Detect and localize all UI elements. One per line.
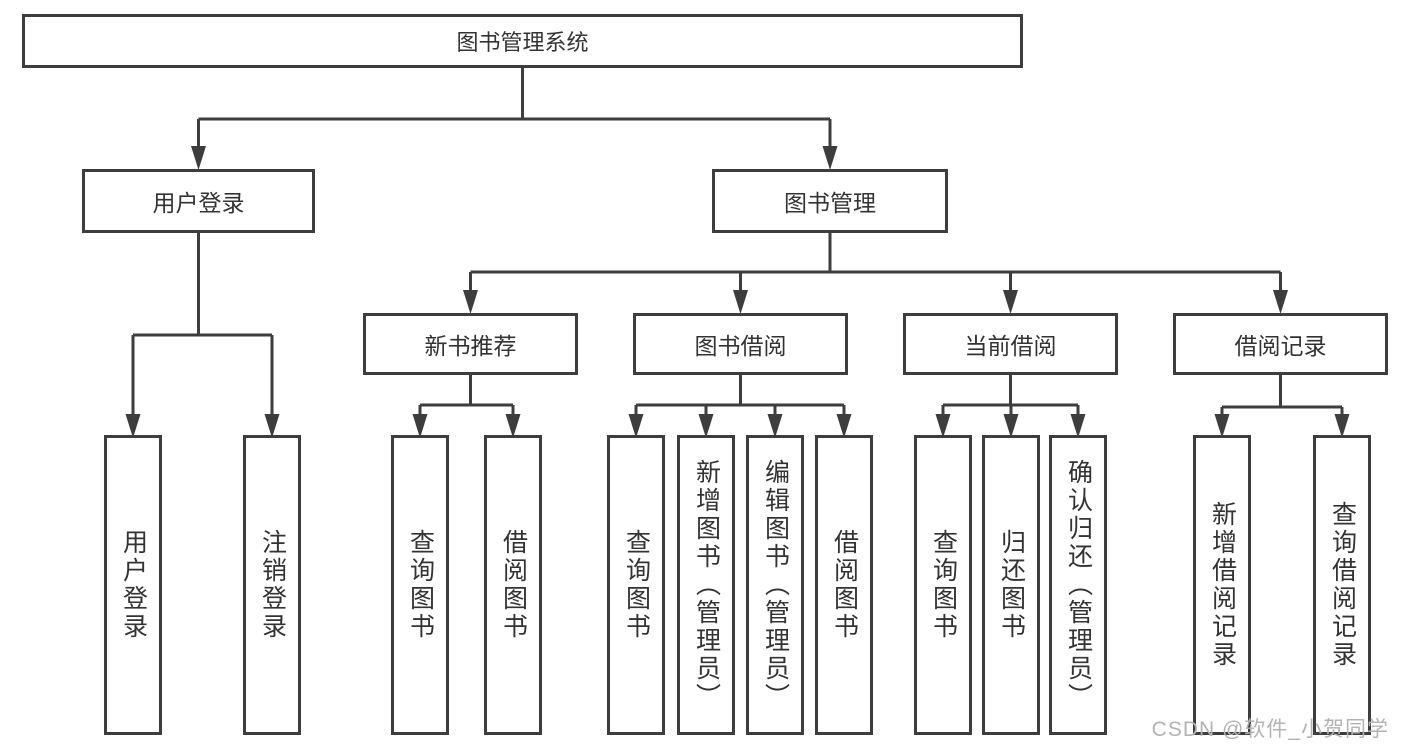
connector-new-book-children — [412, 375, 521, 438]
leaf-add-books-admin: 新增图书（管理员） — [677, 435, 735, 735]
connector-user-login-children — [125, 233, 280, 438]
node-book-management: 图书管理 — [712, 169, 948, 233]
node-current-borrowing: 当前借阅 — [903, 313, 1118, 375]
node-borrow-records: 借阅记录 — [1173, 313, 1388, 375]
leaf-confirm-return-admin: 确认归还（管理员） — [1049, 435, 1107, 735]
leaf-query-borrow-record: 查询借阅记录 — [1313, 435, 1371, 735]
node-current-borrowing-label: 当前借阅 — [964, 333, 1057, 359]
leaf-edit-books-admin: 编辑图书（管理员） — [746, 435, 804, 735]
leaf-add-borrow-record: 新增借阅记录 — [1193, 435, 1251, 735]
leaf-borrow-books-new: 借阅图书 — [484, 435, 542, 735]
leaf-user-login: 用户登录 — [104, 435, 162, 735]
leaf-query-books-current: 查询图书 — [914, 435, 972, 735]
connector-borrow-records-children — [1214, 375, 1350, 438]
node-new-book-recommend-label: 新书推荐 — [424, 333, 517, 359]
leaf-borrow-books: 借阅图书 — [815, 435, 873, 735]
node-library-system-label: 图书管理系统 — [456, 30, 589, 55]
leaf-return-books: 归还图书 — [982, 435, 1040, 735]
node-book-borrowing-label: 图书借阅 — [694, 333, 787, 359]
node-new-book-recommend: 新书推荐 — [363, 313, 578, 375]
node-user-login: 用户登录 — [82, 169, 315, 233]
connector-book-management-children — [463, 233, 1288, 314]
connector-book-borrow-children — [628, 375, 852, 438]
node-library-system: 图书管理系统 — [22, 14, 1023, 68]
csdn-watermark: CSDN @软件_小贺同学 — [1151, 718, 1389, 741]
leaf-query-books-borrow: 查询图书 — [607, 435, 665, 735]
node-borrow-records-label: 借阅记录 — [1234, 333, 1327, 359]
connector-root-branches — [191, 68, 838, 170]
leaf-query-books-new: 查询图书 — [391, 435, 449, 735]
node-book-management-label: 图书管理 — [784, 190, 876, 216]
node-book-borrowing: 图书借阅 — [633, 313, 848, 375]
node-user-login-label: 用户登录 — [152, 190, 245, 216]
connector-current-borrow-children — [935, 375, 1086, 438]
leaf-logout: 注销登录 — [243, 435, 301, 735]
